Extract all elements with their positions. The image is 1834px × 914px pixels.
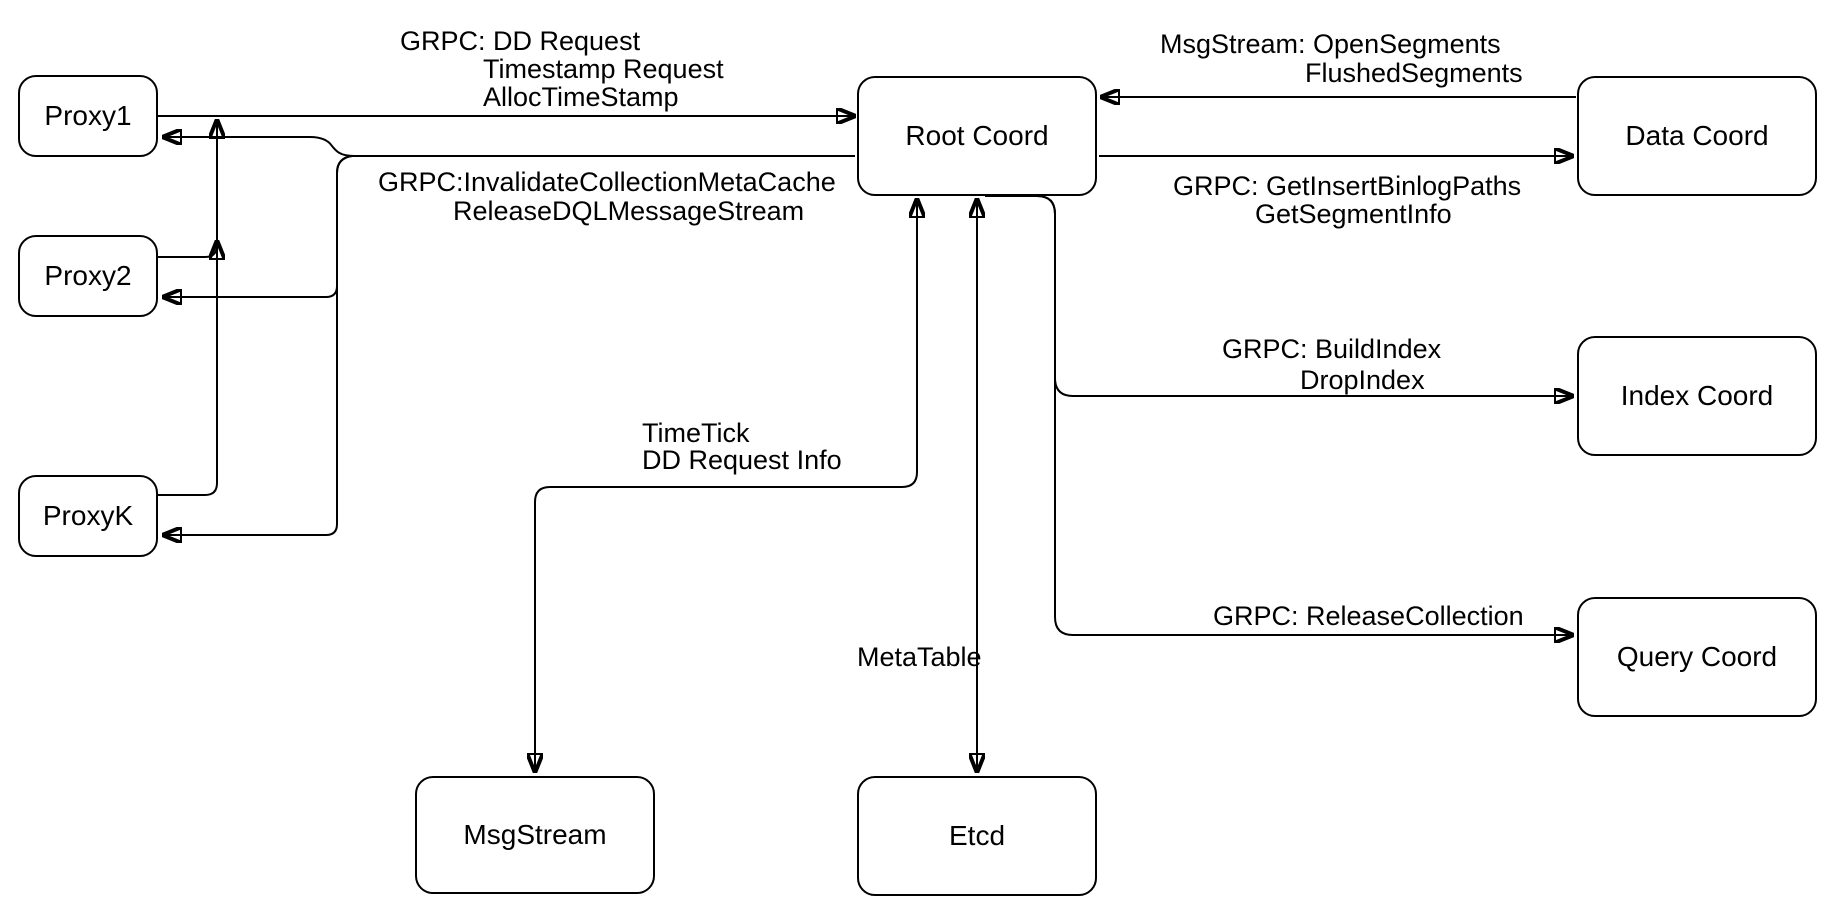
node-proxyk: ProxyK [18, 475, 158, 557]
node-etcd: Etcd [857, 776, 1097, 896]
node-proxy1: Proxy1 [18, 75, 158, 157]
edge-rootcoord-to-proxyk [163, 155, 855, 535]
node-data-coord: Data Coord [1577, 76, 1817, 196]
edge-label-root-to-msgstream-line1: TimeTick [642, 418, 750, 448]
edge-label-proxies-to-root-line3: AllocTimeStamp [483, 82, 679, 112]
node-etcd-label: Etcd [948, 820, 1006, 851]
edge-label-root-to-index-line1: GRPC: BuildIndex [1222, 334, 1442, 364]
node-msgstream: MsgStream [415, 776, 655, 894]
edge-label-data-to-root-line2: FlushedSegments [1305, 58, 1523, 88]
edge-label-data-to-root-line1: MsgStream: OpenSegments [1160, 29, 1501, 59]
node-data-coord-label: Data Coord [1625, 120, 1769, 151]
edge-label-root-to-data-line2: GetSegmentInfo [1255, 199, 1452, 229]
edge-label-root-to-etcd-line1: MetaTable [857, 642, 982, 672]
edge-label-root-to-data-line1: GRPC: GetInsertBinlogPaths [1173, 171, 1522, 201]
edge-label-root-to-query-line1: GRPC: ReleaseCollection [1213, 601, 1524, 631]
node-root-coord: Root Coord [857, 76, 1097, 196]
node-proxy2-label: Proxy2 [44, 260, 132, 291]
node-root-coord-label: Root Coord [905, 120, 1049, 151]
edge-label-proxies-to-root-line1: GRPC: DD Request [400, 26, 641, 56]
edge-proxyk-merge-line [158, 120, 217, 496]
node-index-coord-label: Index Coord [1620, 380, 1774, 411]
edge-label-root-to-proxies-line1: GRPC:InvalidateCollectionMetaCache [378, 167, 836, 197]
node-msgstream-label: MsgStream [463, 819, 607, 850]
edge-label-root-to-msgstream-line2: DD Request Info [642, 445, 842, 475]
node-proxy1-label: Proxy1 [44, 100, 132, 131]
node-index-coord: Index Coord [1577, 336, 1817, 456]
edge-proxy2-merge-line [158, 241, 217, 257]
edge-rootcoord-to-querycoord [985, 195, 1573, 635]
edge-label-proxies-to-root-line2: Timestamp Request [483, 54, 724, 84]
edge-rootcoord-msgstream [535, 199, 917, 772]
node-query-coord-label: Query Coord [1616, 641, 1778, 672]
node-proxyk-label: ProxyK [42, 500, 134, 531]
edge-label-root-to-index-line2: DropIndex [1300, 365, 1425, 395]
edge-rootcoord-to-proxy1 [163, 137, 855, 157]
node-query-coord: Query Coord [1577, 597, 1817, 717]
node-proxy2: Proxy2 [18, 235, 158, 317]
edge-label-root-to-proxies-line2: ReleaseDQLMessageStream [453, 196, 805, 226]
